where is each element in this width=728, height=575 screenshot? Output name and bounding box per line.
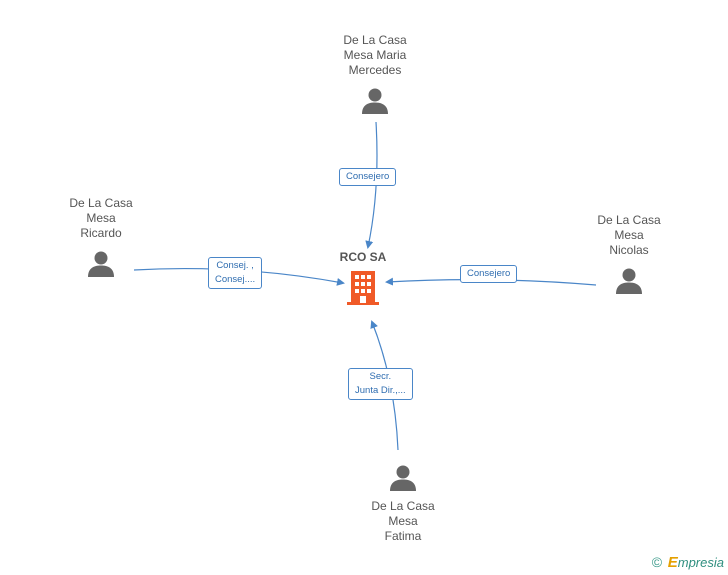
person-name-line: Fatima	[384, 529, 422, 543]
person-name-line: Mesa	[388, 514, 418, 528]
role-label-ricardo[interactable]: Consej. , Consej....	[208, 257, 263, 289]
person-name-line: De La Casa	[343, 33, 407, 47]
role-label-maria[interactable]: Consejero	[339, 168, 397, 186]
role-label-nicolas[interactable]: Consejero	[460, 265, 518, 283]
role-text: Consejero	[346, 171, 390, 182]
brand-initial: E	[667, 554, 678, 571]
company-node[interactable]: RCO SA	[333, 249, 393, 305]
building-icon	[347, 271, 379, 305]
person-name-line: De La Casa	[597, 213, 661, 227]
person-name-line: Mesa	[614, 228, 644, 242]
edge-maria-to-company	[365, 121, 378, 249]
person-icon	[88, 251, 114, 277]
person-node-ricardo[interactable]: De La Casa Mesa Ricardo	[41, 196, 161, 279]
person-name-line: Mercedes	[348, 63, 402, 77]
brand-name: mpresia	[677, 555, 724, 570]
person-icon	[616, 268, 642, 294]
role-label-fatima[interactable]: Secr. Junta Dir.,...	[348, 368, 413, 400]
person-name-line: Mesa	[86, 211, 116, 225]
person-name-line: Nicolas	[609, 243, 649, 257]
person-name-line: Mesa Maria	[343, 48, 407, 62]
person-node-fatima[interactable]: De La Casa Mesa Fatima	[343, 463, 463, 544]
role-text: Consej....	[215, 274, 256, 285]
person-node-maria[interactable]: De La Casa Mesa Maria Mercedes	[315, 33, 435, 116]
person-icon	[390, 465, 416, 491]
person-name-line: Ricardo	[80, 226, 122, 240]
person-name-line: De La Casa	[69, 196, 133, 210]
role-text: Junta Dir.,...	[355, 385, 406, 396]
person-name-line: De La Casa	[371, 499, 435, 513]
footer-brand[interactable]: © Empresia	[652, 554, 724, 571]
role-text: Consejero	[467, 268, 511, 279]
person-icon	[362, 88, 388, 114]
copyright-icon: ©	[651, 554, 663, 570]
role-text: Consej. ,	[216, 260, 254, 271]
person-node-nicolas[interactable]: De La Casa Mesa Nicolas	[569, 213, 689, 296]
company-name: RCO SA	[339, 250, 387, 264]
role-text: Secr.	[369, 371, 392, 382]
